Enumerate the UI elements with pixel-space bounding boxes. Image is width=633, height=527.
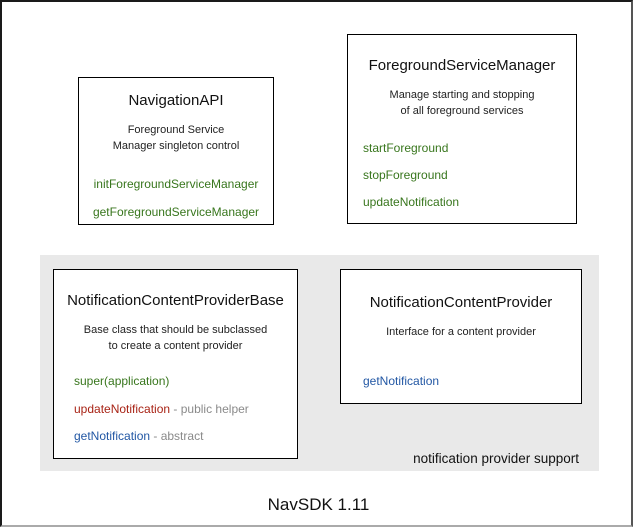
method-get-notification: getNotification xyxy=(363,374,440,388)
class-description: Foreground Service Manager singleton con… xyxy=(79,122,273,154)
class-box-foreground-service-manager: ForegroundServiceManager Manage starting… xyxy=(347,34,577,224)
description-line: Manager singleton control xyxy=(112,140,240,152)
description-line: Base class that should be subclassed xyxy=(83,324,268,336)
method-annotation: - public helper xyxy=(170,401,249,416)
class-description: Interface for a content provider xyxy=(341,324,581,340)
method-update-notification: updateNotification - public helper xyxy=(74,396,297,424)
description-line: Foreground Service xyxy=(127,124,225,136)
method-update-notification: updateNotification xyxy=(363,195,460,209)
method-list: startForeground stopForeground updateNot… xyxy=(348,135,576,216)
class-title: NotificationContentProvider xyxy=(369,294,553,311)
class-box-notification-content-provider-base: NotificationContentProviderBase Base cla… xyxy=(53,269,298,459)
class-box-navigation-api: NavigationAPI Foreground Service Manager… xyxy=(78,77,274,225)
diagram-caption: NavSDK 1.11 xyxy=(267,495,370,514)
method-name: getNotification xyxy=(74,429,151,443)
description-line: Interface for a content provider xyxy=(386,326,536,338)
class-title: NotificationContentProviderBase xyxy=(67,292,284,309)
method-get-notification: getNotification - abstract xyxy=(74,423,297,451)
class-description: Base class that should be subclassed to … xyxy=(54,322,297,354)
method-init-foreground-service-manager: initForegroundServiceManager xyxy=(93,177,259,191)
class-box-notification-content-provider: NotificationContentProvider Interface fo… xyxy=(340,269,582,404)
description-line: Manage starting and stopping xyxy=(389,89,535,101)
method-list: getNotification xyxy=(341,374,581,388)
group-label: notification provider support xyxy=(413,451,579,466)
method-list: initForegroundServiceManager getForegrou… xyxy=(79,170,273,226)
method-get-foreground-service-manager: getForegroundServiceManager xyxy=(92,205,260,219)
description-line: of all foreground services xyxy=(400,105,524,117)
method-name: updateNotification xyxy=(74,401,171,416)
method-annotation: - abstract xyxy=(150,429,204,443)
method-stop-foreground: stopForeground xyxy=(363,168,448,182)
class-title: ForegroundServiceManager xyxy=(368,57,556,74)
method-list: super(application) updateNotification - … xyxy=(54,368,297,451)
class-title: NavigationAPI xyxy=(128,92,224,109)
class-description: Manage starting and stopping of all fore… xyxy=(348,87,576,119)
method-start-foreground: startForeground xyxy=(363,141,449,155)
description-line: to create a content provider xyxy=(108,340,243,352)
method-super-application: super(application) xyxy=(74,374,170,388)
